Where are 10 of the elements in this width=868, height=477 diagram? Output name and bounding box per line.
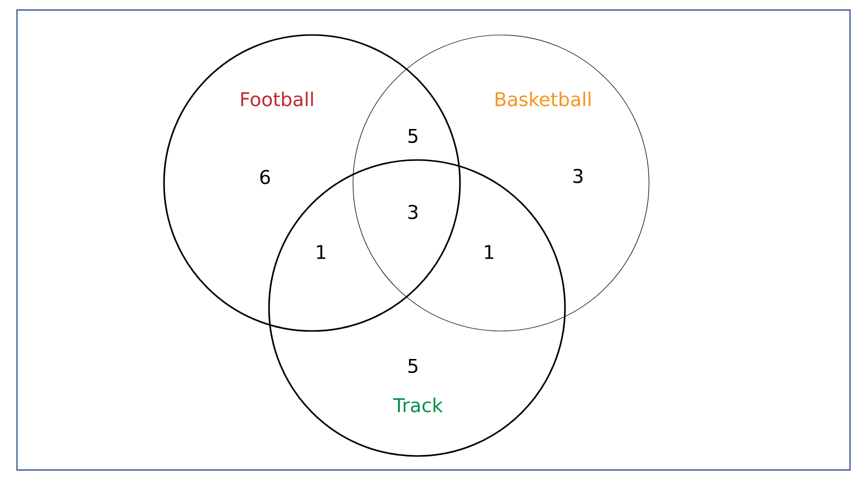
region-count: 5 <box>408 128 418 144</box>
set-label: Track <box>393 398 443 412</box>
region-count: 6 <box>260 170 270 184</box>
region-count: 3 <box>408 204 418 220</box>
set-label: Basketball <box>496 92 590 106</box>
region-count: 1 <box>317 245 326 259</box>
region-count: 1 <box>485 245 494 259</box>
region-count: 5 <box>408 358 418 374</box>
region-count: 3 <box>573 168 583 184</box>
set-label: Football <box>241 92 313 106</box>
